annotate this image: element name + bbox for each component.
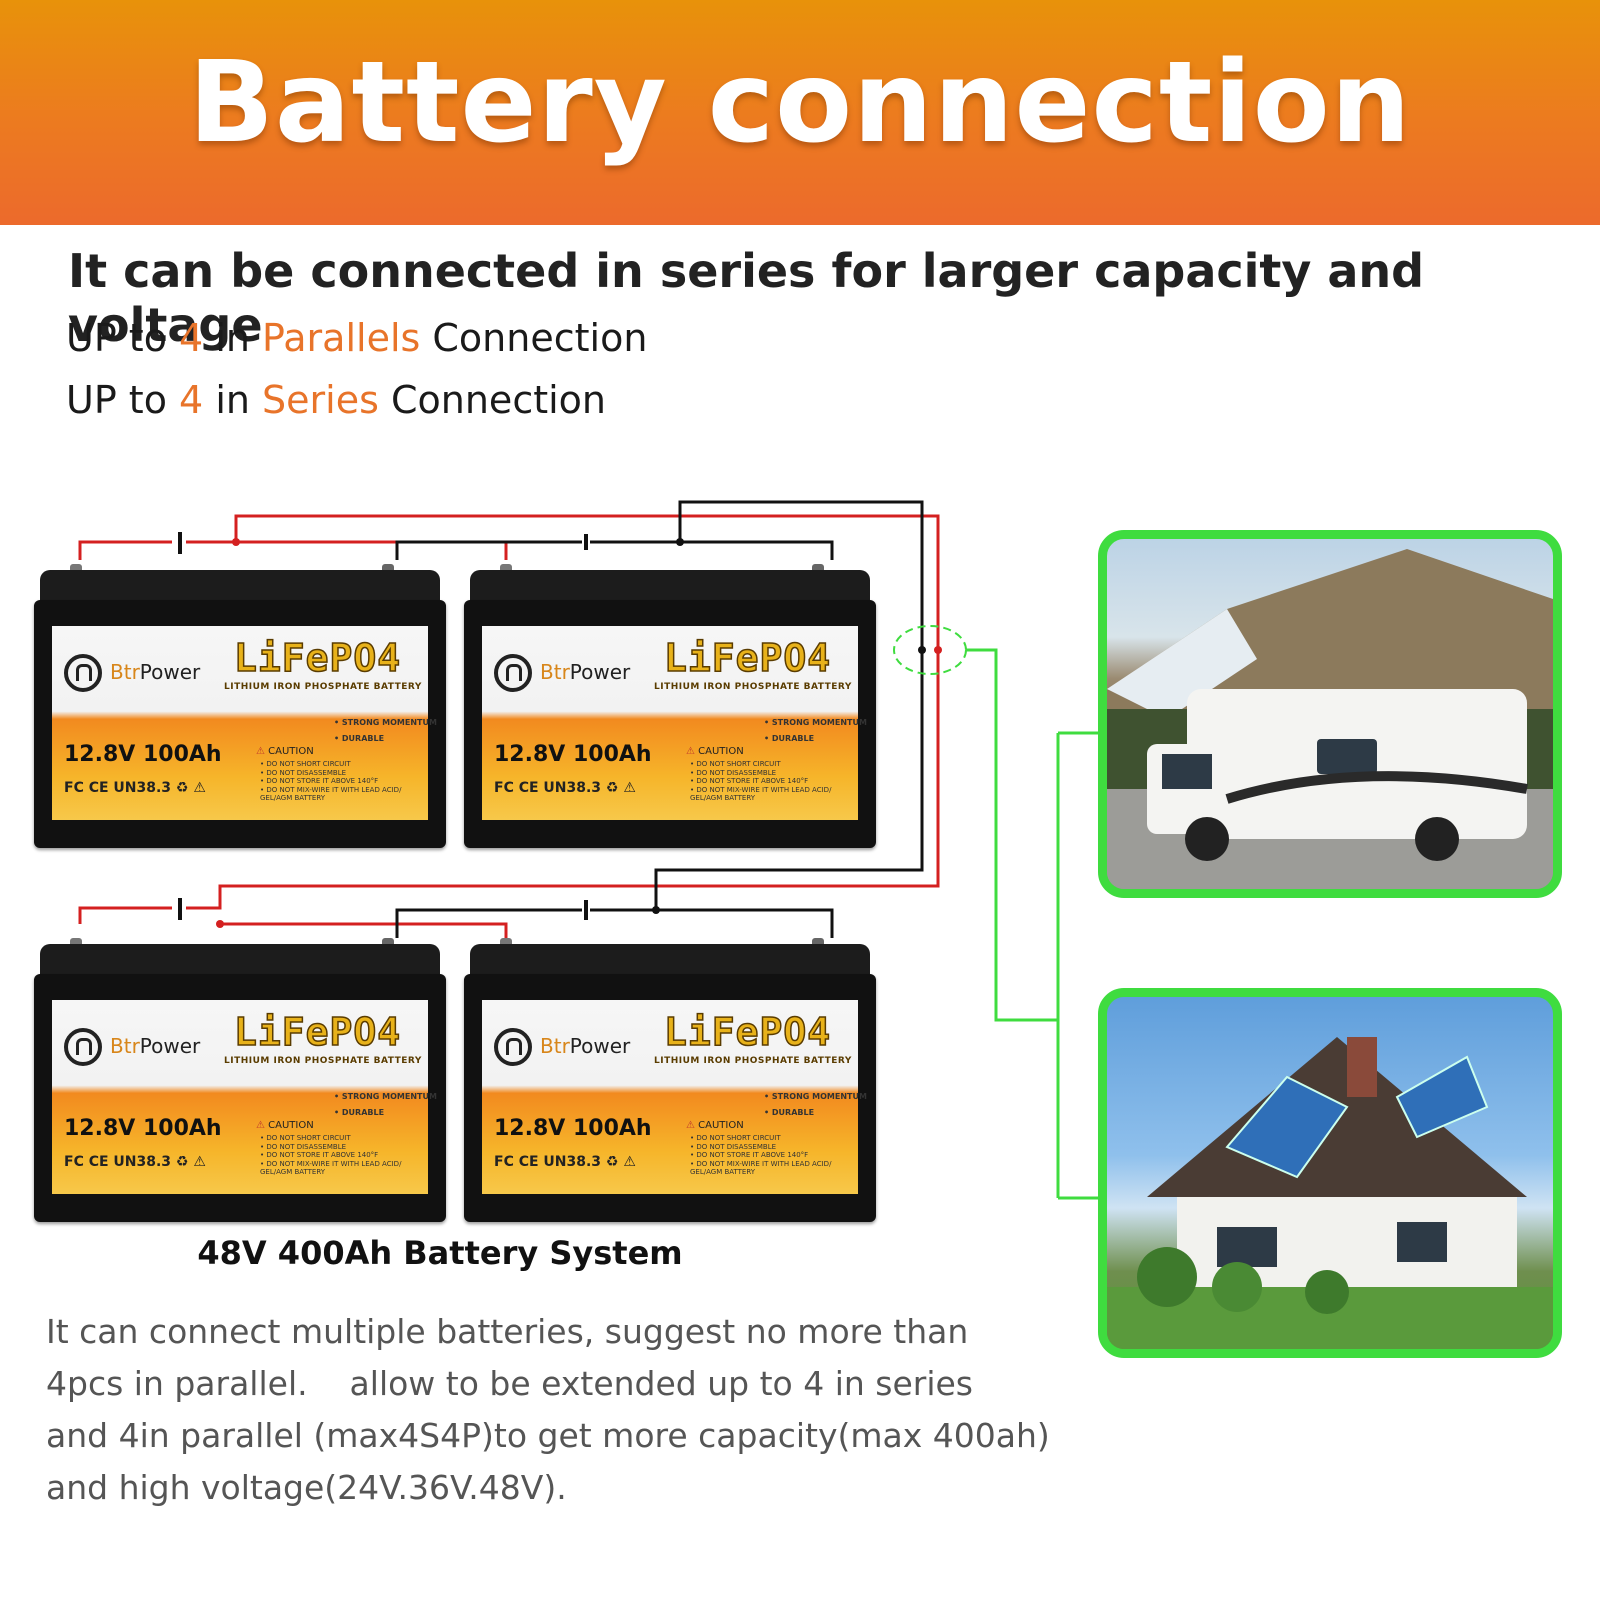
spec-series: UP to 4 in Series Connection [66, 378, 606, 422]
wire-negative-top [395, 500, 924, 938]
chemistry-sub: LITHIUM IRON PHOSPHATE BATTERY [654, 682, 852, 692]
brand-name: BtrPower [110, 660, 200, 684]
spec-count: 4 [179, 378, 204, 422]
battery-rating: 12.8V 100Ah [494, 1116, 652, 1141]
page-title: Battery connection [188, 38, 1412, 168]
feature: • DURABLE [334, 734, 385, 743]
battery-rating: 12.8V 100Ah [64, 742, 222, 767]
chemistry-sub: LITHIUM IRON PHOSPHATE BATTERY [224, 1056, 422, 1066]
battery-3: BtrPower LiFePO4 LITHIUM IRON PHOSPHATE … [34, 938, 446, 1222]
description: It can connect multiple batteries, sugge… [46, 1306, 1086, 1514]
description-line: It can connect multiple batteries, sugge… [46, 1312, 969, 1351]
certifications: FC CE UN38.3 ♻ ⚠ [494, 1154, 636, 1170]
wire-positive-top [78, 514, 940, 924]
rv-photo [1098, 530, 1562, 898]
feature: • STRONG MOMENTUM [764, 1092, 867, 1101]
output-line [1056, 731, 1100, 1200]
chemistry-sub: LITHIUM IRON PHOSPHATE BATTERY [654, 1056, 852, 1066]
battery-rating: 12.8V 100Ah [64, 1116, 222, 1141]
brand-part: Power [569, 1034, 631, 1058]
spec-type: Parallels [262, 316, 421, 360]
house-photo [1098, 988, 1562, 1358]
junction-dot [232, 538, 240, 546]
warnings: • DO NOT SHORT CIRCUIT • DO NOT DISASSEM… [260, 1134, 402, 1176]
battery-1: BtrPower LiFePO4 LITHIUM IRON PHOSPHATE … [34, 564, 446, 848]
brand-part: Power [569, 660, 631, 684]
brand-logo-icon [64, 654, 102, 692]
feature: • STRONG MOMENTUM [334, 718, 437, 727]
description-line: and high voltage(24V.36V.48V). [46, 1468, 567, 1507]
description-line: and 4in parallel (max4S4P)to get more ca… [46, 1416, 1050, 1455]
brand-part: Power [139, 660, 201, 684]
header-banner: Battery connection [0, 0, 1600, 225]
warnings: • DO NOT SHORT CIRCUIT • DO NOT DISASSEM… [260, 760, 402, 802]
certifications: FC CE UN38.3 ♻ ⚠ [494, 780, 636, 796]
spec-text: in [203, 316, 263, 360]
junction-dot [652, 906, 660, 914]
certifications: FC CE UN38.3 ♻ ⚠ [64, 780, 206, 796]
chemistry-sub: LITHIUM IRON PHOSPHATE BATTERY [224, 682, 422, 692]
brand-name: BtrPower [540, 1034, 630, 1058]
junction-dot [918, 646, 926, 654]
spec-text: UP to [66, 378, 180, 422]
output-junction [893, 625, 967, 675]
spec-count: 4 [179, 316, 204, 360]
caution: CAUTION [686, 1120, 744, 1131]
wire-positive-bottom [220, 922, 508, 938]
brand-part: Btr [110, 1034, 140, 1058]
warnings: • DO NOT SHORT CIRCUIT • DO NOT DISASSEM… [690, 760, 832, 802]
caution: CAUTION [686, 746, 744, 757]
brand-logo-icon [494, 654, 532, 692]
brand-part: Btr [540, 660, 570, 684]
brand-logo-icon [494, 1028, 532, 1066]
caution: CAUTION [256, 746, 314, 757]
warnings: • DO NOT SHORT CIRCUIT • DO NOT DISASSEM… [690, 1134, 832, 1176]
output-line [966, 648, 1058, 1022]
brand-part: Btr [110, 660, 140, 684]
battery-label [482, 626, 858, 820]
battery-rating: 12.8V 100Ah [494, 742, 652, 767]
junction-dot [676, 538, 684, 546]
caution: CAUTION [256, 1120, 314, 1131]
spec-text: UP to [66, 316, 180, 360]
description-line: 4pcs in parallel. allow to be extended u… [46, 1364, 973, 1403]
battery-label [52, 1000, 428, 1194]
spec-type: Series [262, 378, 379, 422]
spec-text: Connection [420, 316, 648, 360]
system-label: 48V 400Ah Battery System [197, 1234, 683, 1272]
feature: • DURABLE [764, 734, 815, 743]
feature: • DURABLE [764, 1108, 815, 1117]
brand-part: Power [139, 1034, 201, 1058]
battery-4: BtrPower LiFePO4 LITHIUM IRON PHOSPHATE … [464, 938, 876, 1222]
feature: • STRONG MOMENTUM [334, 1092, 437, 1101]
battery-2: BtrPower LiFePO4 LITHIUM IRON PHOSPHATE … [464, 564, 876, 848]
battery-label [482, 1000, 858, 1194]
chemistry: LiFePO4 [663, 635, 832, 681]
battery-label [52, 626, 428, 820]
spec-text: in [203, 378, 263, 422]
spec-text: Connection [378, 378, 606, 422]
certifications: FC CE UN38.3 ♻ ⚠ [64, 1154, 206, 1170]
rv-illustration [1107, 549, 1553, 889]
junction-dot [934, 646, 942, 654]
chemistry: LiFePO4 [233, 1009, 402, 1055]
feature: • DURABLE [334, 1108, 385, 1117]
house-illustration [1107, 1037, 1553, 1349]
chemistry: LiFePO4 [233, 635, 402, 681]
junction-dot [216, 920, 224, 928]
spec-parallel: UP to 4 in Parallels Connection [66, 316, 647, 360]
chemistry: LiFePO4 [663, 1009, 832, 1055]
brand-name: BtrPower [540, 660, 630, 684]
brand-name: BtrPower [110, 1034, 200, 1058]
subtitle: It can be connected in series for larger… [68, 244, 1425, 352]
brand-part: Btr [540, 1034, 570, 1058]
feature: • STRONG MOMENTUM [764, 718, 867, 727]
brand-logo-icon [64, 1028, 102, 1066]
